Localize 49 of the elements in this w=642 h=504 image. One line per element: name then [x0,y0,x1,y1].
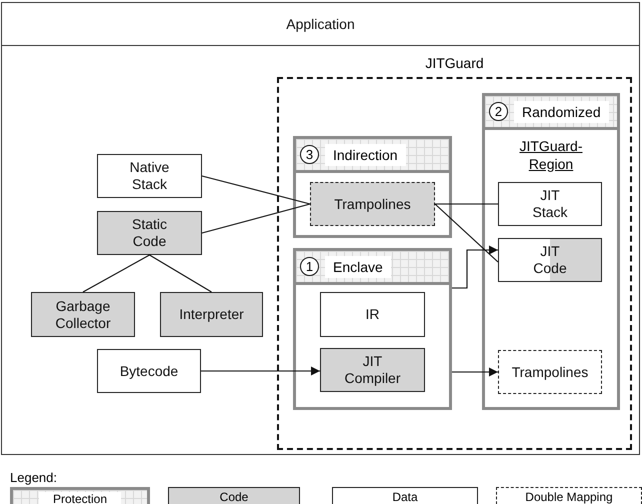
connector-line [435,203,498,205]
box-label: Static Code [130,216,168,250]
box-label: Trampolines [334,196,411,212]
circled-number: 3 [300,145,319,164]
connector-line [202,203,310,234]
arrow [201,366,320,376]
box-label: JIT Stack [531,187,568,221]
data-box [320,292,425,337]
code-box [310,182,435,226]
connector-line [434,204,498,262]
circled-number: 2 [489,102,508,121]
box-label: Garbage Collector [54,298,112,332]
connector-line [149,254,212,292]
legend-swatch: Data [332,487,478,504]
legend-title: Legend: [10,470,57,485]
connector-line [202,175,310,205]
legend-swatch: Protection [10,487,150,504]
arrow [452,368,498,376]
region-title: JITGuard-Region [518,138,584,173]
arrow [452,246,498,289]
panel-title: Indirection [325,144,406,166]
code-box [498,238,602,282]
data-box [97,349,201,393]
panel-title: Randomized [514,100,609,122]
legend-swatch: Double Mapping [496,487,642,504]
data-box [498,182,602,226]
box-label: Interpreter [179,306,244,323]
legend-swatch: Code [168,487,300,504]
panel-title: Enclave [325,256,391,278]
box-label: JIT Compiler [343,353,402,387]
application-frame [1,2,640,455]
protection-panel [482,93,620,410]
protection-panel [293,248,452,410]
frame-title: Application [286,16,355,32]
box-label: IR [366,306,380,323]
code-box [160,292,263,337]
code-box [97,211,202,255]
boundary-title: JITGuard [424,55,485,71]
protection-panel [293,136,452,238]
circled-number: 1 [300,257,319,276]
data-box [97,154,202,198]
connector-line [82,254,150,292]
data-box [498,350,602,394]
code-box [320,348,425,392]
box-label: Native Stack [128,159,170,193]
box-label: Bytecode [120,362,178,380]
box-label: JIT Code [532,243,568,277]
code-box [31,292,135,337]
box-label: Trampolines [512,364,588,380]
